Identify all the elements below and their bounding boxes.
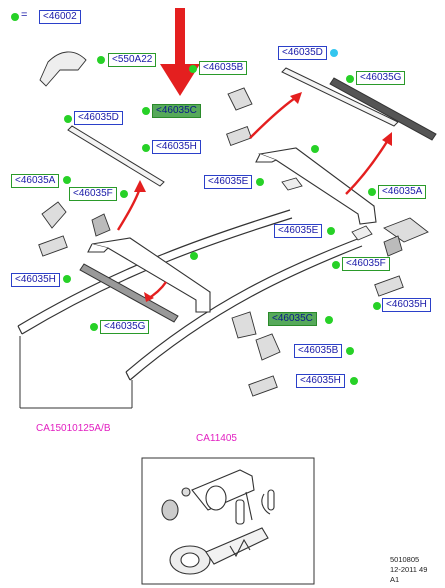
footer-line-3: A1 xyxy=(390,575,400,584)
callout-46035f-left[interactable]: <46035F xyxy=(69,187,117,201)
dot-46035f-left-icon xyxy=(120,190,128,198)
callout-46035d-right[interactable]: <46035D xyxy=(278,46,327,60)
dot-46035e-mid-icon xyxy=(256,178,264,186)
callout-46035d-left[interactable]: <46035D xyxy=(74,111,123,125)
lock-set-reference[interactable]: CA11405 xyxy=(196,433,237,444)
small-parts xyxy=(38,51,429,397)
callout-550a22[interactable]: <550A22 xyxy=(108,53,157,67)
footer-line-2: 12-2011 49 xyxy=(390,565,428,574)
dot-46035h-left-icon xyxy=(63,275,71,283)
dot-46035d-right-icon xyxy=(330,49,338,57)
legend-dot-icon xyxy=(11,13,19,21)
callout-46035h-right[interactable]: <46035H xyxy=(382,298,431,312)
callout-46035e-right[interactable]: <46035E xyxy=(274,224,323,238)
strip-d-left xyxy=(67,125,165,187)
dot-46035f-right-icon xyxy=(332,261,340,269)
dot-46035d-left-icon xyxy=(64,115,72,123)
callout-46035b-bottom[interactable]: <46035B xyxy=(294,344,343,358)
dot-46035g-right-icon xyxy=(346,75,354,83)
lock-detail-box xyxy=(141,457,315,585)
strip-g-left xyxy=(79,263,179,323)
dot-46035b-bottom-icon xyxy=(346,347,354,355)
dot-46035b-top-icon xyxy=(189,65,197,73)
dot-46035h-bottom-icon xyxy=(350,377,358,385)
dot-46035c-top-icon xyxy=(142,107,150,115)
legend-part-callout[interactable]: <46002 xyxy=(39,10,81,24)
dot-46035a-right-icon xyxy=(368,188,376,196)
callout-46035b-top[interactable]: <46035B xyxy=(199,61,248,75)
footer-info: 5010805 12-2011 49 A1 xyxy=(390,555,427,585)
cross-bar-right xyxy=(255,147,377,225)
callout-46035g-bottom[interactable]: <46035G xyxy=(100,320,150,334)
callout-46035g-right[interactable]: <46035G xyxy=(356,71,406,85)
pointer-arrow xyxy=(160,8,200,96)
dot-46035h-top-icon xyxy=(142,144,150,152)
footer-line-1: 5010805 xyxy=(390,555,420,564)
dot-46035c-bottom-icon xyxy=(325,316,333,324)
rail-set-reference[interactable]: CA15010125A/B xyxy=(36,423,111,434)
strip-d-right xyxy=(281,67,399,127)
dot-46035a-left-icon xyxy=(63,176,71,184)
callout-46035h-top[interactable]: <46035H xyxy=(152,140,201,154)
callout-46035c-top[interactable]: <46035C xyxy=(152,104,201,118)
callout-46035h-left[interactable]: <46035H xyxy=(11,273,60,287)
long-roof-rail-upper xyxy=(17,209,293,335)
legend-equals: = xyxy=(21,9,28,21)
long-roof-rail-lower xyxy=(125,237,363,381)
cross-bar-left xyxy=(87,237,211,313)
rail-set-bracket xyxy=(19,336,133,409)
dot-46035e-right-icon xyxy=(327,227,335,235)
callout-46035h-bottom[interactable]: <46035H xyxy=(296,374,345,388)
callout-46035f-right[interactable]: <46035F xyxy=(342,257,390,271)
strip-g-right xyxy=(329,77,437,141)
callout-46035a-left[interactable]: <46035A xyxy=(11,174,60,188)
lock-key xyxy=(169,527,269,575)
lock-cylinder xyxy=(161,469,275,525)
direction-arrowheads xyxy=(134,92,392,302)
dot-550a22-icon xyxy=(97,56,105,64)
callout-46035e-mid[interactable]: <46035E xyxy=(204,175,253,189)
callout-46035a-right[interactable]: <46035A xyxy=(378,185,427,199)
callout-46035c-bottom[interactable]: <46035C xyxy=(268,312,317,326)
dot-cross-bar-right-icon xyxy=(311,145,319,153)
dot-46035g-bottom-icon xyxy=(90,323,98,331)
dot-cross-bar-left-icon xyxy=(190,252,198,260)
dot-46035h-right-icon xyxy=(373,302,381,310)
